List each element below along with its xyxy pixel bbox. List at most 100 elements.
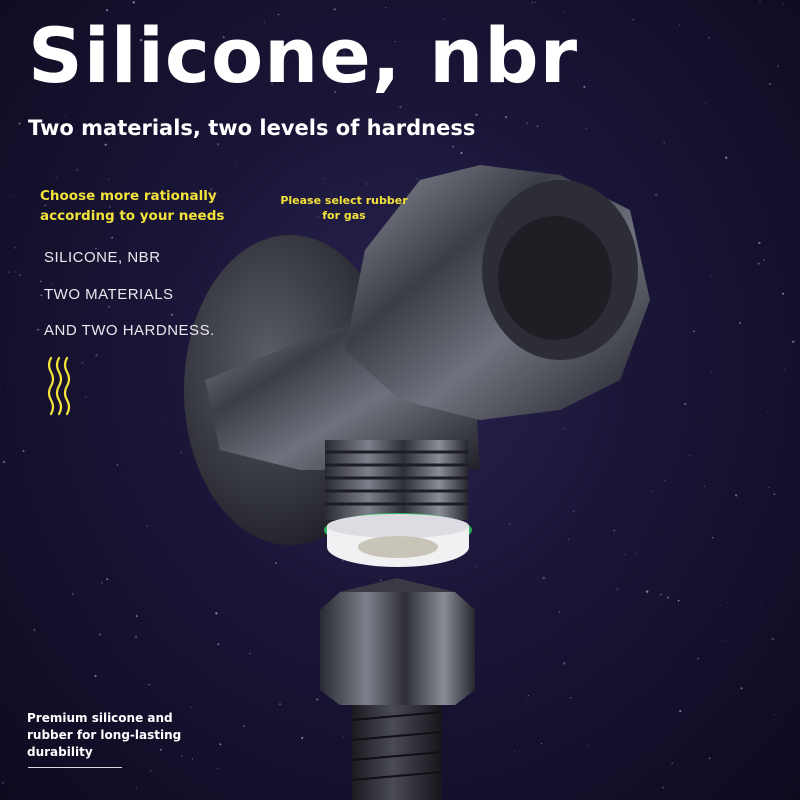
star [264, 21, 265, 23]
star [235, 163, 237, 165]
star [212, 764, 214, 766]
star [527, 695, 529, 697]
star [135, 635, 137, 638]
star [76, 168, 79, 171]
star [631, 108, 633, 110]
star [654, 193, 658, 196]
star [105, 9, 109, 12]
star [171, 313, 174, 316]
star [107, 178, 110, 180]
star [776, 65, 780, 68]
star [55, 128, 57, 130]
star [95, 354, 98, 357]
star [243, 725, 246, 728]
star [394, 40, 396, 43]
star [94, 674, 97, 678]
star [40, 294, 43, 297]
durability-note: Premium silicone and rubber for long-las… [27, 711, 182, 759]
star [60, 87, 62, 89]
star [50, 283, 52, 286]
star [111, 236, 114, 239]
star [89, 262, 91, 263]
star [134, 29, 136, 31]
star [759, 0, 761, 3]
star [726, 602, 728, 604]
star [399, 105, 402, 109]
star [159, 421, 161, 423]
star [366, 183, 368, 185]
star [343, 53, 345, 55]
star [14, 246, 17, 249]
star [540, 742, 543, 745]
star [2, 781, 4, 784]
star [107, 305, 110, 308]
star [235, 798, 237, 800]
star [714, 454, 716, 456]
star [758, 241, 761, 245]
star [159, 748, 162, 751]
caption-line-3: AND TWO HARDNESS. [44, 322, 215, 339]
star [735, 494, 738, 497]
star [740, 687, 743, 690]
star [645, 590, 649, 593]
star [759, 604, 761, 606]
star [301, 736, 304, 739]
star [784, 369, 786, 371]
star [526, 122, 529, 125]
star [711, 536, 714, 539]
star [146, 525, 148, 527]
star [178, 279, 180, 281]
star [81, 361, 84, 364]
star [767, 411, 769, 413]
star [679, 24, 681, 26]
caption-line-1: SILICONE, NBR [44, 249, 161, 266]
star [708, 36, 710, 39]
star [781, 786, 783, 788]
star [64, 114, 66, 116]
star [342, 559, 345, 562]
star [181, 755, 183, 757]
star [498, 68, 500, 70]
star [563, 428, 565, 430]
star [37, 328, 40, 331]
star [757, 262, 760, 265]
star [217, 643, 220, 646]
star [667, 596, 670, 599]
star [585, 127, 587, 129]
star [10, 195, 12, 197]
gas-note: Please select rubber for gas [280, 194, 408, 222]
star [636, 553, 638, 555]
star [563, 662, 566, 665]
star [386, 82, 389, 85]
star [18, 122, 21, 125]
star [303, 71, 305, 74]
star [98, 633, 102, 636]
star [442, 18, 445, 20]
star [583, 85, 586, 88]
star [724, 156, 728, 160]
star [697, 658, 699, 660]
star [190, 706, 192, 709]
star [270, 82, 274, 85]
star [135, 787, 138, 790]
star [95, 247, 97, 250]
star [671, 762, 673, 764]
star [660, 593, 662, 596]
star [632, 18, 635, 21]
star [323, 177, 325, 180]
star [791, 340, 795, 343]
star [8, 271, 11, 274]
star [148, 242, 150, 244]
star [710, 371, 713, 373]
star [275, 562, 278, 564]
star [779, 141, 781, 143]
star [343, 735, 345, 738]
star [44, 204, 47, 207]
star [663, 141, 665, 144]
star [71, 593, 74, 596]
star [416, 178, 418, 180]
page-title: Silicone, nbr [28, 11, 579, 100]
star [495, 113, 497, 115]
star [94, 151, 96, 153]
star [782, 3, 784, 5]
